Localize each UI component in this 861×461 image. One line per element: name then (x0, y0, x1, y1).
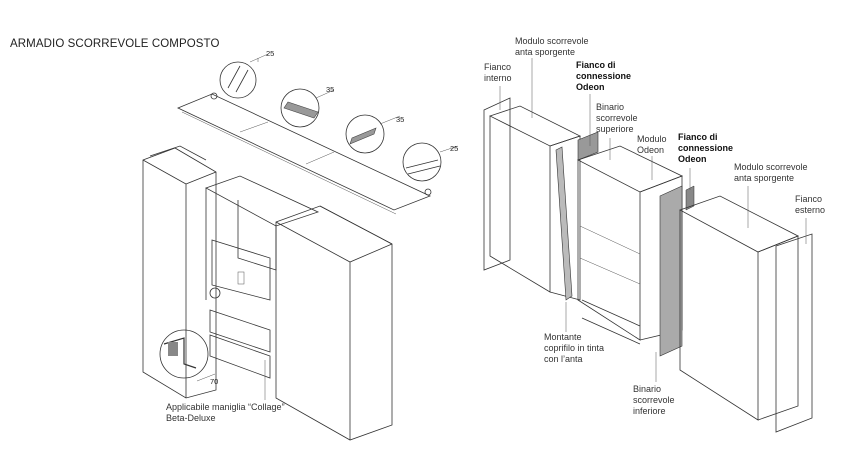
label-fianco-esterno: Fianco esterno (795, 194, 826, 215)
dimension-25-a: 25 (266, 49, 274, 58)
label-fianco-connessione-1: Fianco di connessione Odeon (576, 60, 632, 92)
right-wardrobe-assembly (483, 97, 813, 433)
dimension-70: 70 (210, 377, 218, 386)
top-rail-exploded (177, 92, 432, 215)
rail-joint-1 (239, 121, 269, 133)
module2-front (679, 210, 759, 421)
left-top-cap (149, 145, 207, 161)
handle-profile-fill (168, 342, 178, 356)
detail-circle-3-profile (349, 127, 377, 145)
left-door (142, 147, 217, 399)
connection-side-2 (659, 185, 683, 357)
handle-profile (163, 337, 197, 369)
leader-lines (499, 58, 807, 382)
handle-detail-circle (159, 329, 209, 379)
dimension-35-a: 35 (326, 85, 334, 94)
label-modulo-sporgente-2: Modulo scorrevole anta sporgente (734, 162, 808, 183)
label-binario-inferiore: Binario scorrevole inferiore (633, 384, 675, 416)
internal-side-panel (483, 97, 511, 271)
label-fianco-connessione-2: Fianco di connessione Odeon (678, 132, 734, 164)
detail-circle-4 (402, 142, 442, 182)
label-montante: Montante coprifilo in tinta con l’anta (544, 332, 605, 364)
detail-circle-2 (280, 88, 320, 128)
rail-detail-circles: 25 35 35 25 (219, 49, 459, 182)
center-panel (211, 239, 271, 301)
top-rail (177, 93, 432, 211)
detail-circle-3 (345, 114, 385, 154)
left-door-edge (142, 159, 187, 398)
label-modulo-odeon: Modulo Odeon (637, 134, 667, 155)
rail-end-left (210, 92, 218, 100)
rail-joint-2 (305, 151, 335, 165)
right-door-top (319, 205, 393, 245)
drawer-1 (209, 309, 271, 353)
module1-side (549, 135, 581, 301)
detail-circle-1-profile (227, 65, 249, 93)
rail-end-right (424, 188, 432, 196)
detail-circle-1 (219, 61, 257, 99)
detail-marker (209, 287, 221, 299)
left-door-top-edge (185, 171, 217, 185)
drawer-2 (209, 334, 271, 379)
diagram-title: ARMADIO SCORREVOLE COMPOSTO (10, 38, 220, 50)
center-handle (237, 271, 245, 285)
module2-top (679, 195, 799, 253)
right-door-top-front (275, 221, 393, 263)
dim-line-4 (439, 145, 459, 153)
module1-front (489, 116, 551, 293)
dim-line-1 (249, 53, 269, 63)
label-fianco-interno: Fianco interno (484, 62, 512, 83)
dim-line-2 (315, 89, 335, 99)
connection-side-2-top (685, 185, 695, 211)
dim-line-70 (196, 373, 216, 382)
handle-detail: 70 (159, 329, 266, 400)
dim-line-3 (379, 115, 401, 125)
center-top (205, 175, 320, 227)
label-binario-superiore: Binario scorrevole superiore (596, 102, 638, 134)
module2-side (757, 235, 799, 421)
left-wardrobe-assembly (142, 145, 393, 441)
dimension-25-b: 25 (450, 144, 458, 153)
top-rail-lower (181, 111, 397, 215)
odeon-drawers (581, 299, 641, 345)
external-side-panel (775, 233, 813, 433)
montante-strip (555, 146, 573, 301)
right-door (275, 205, 393, 441)
detail-circle-4-profile (405, 159, 441, 175)
odeon-panel (579, 225, 641, 285)
label-modulo-sporgente-1: Modulo scorrevole anta sporgente (515, 36, 589, 57)
detail-circle-2-profile (283, 101, 319, 119)
dimension-35-b: 35 (396, 115, 404, 124)
module1-top (488, 105, 582, 147)
handle-note: Applicabile maniglia “Collage” Beta-Delu… (166, 402, 285, 423)
connection-side-1 (577, 131, 599, 161)
